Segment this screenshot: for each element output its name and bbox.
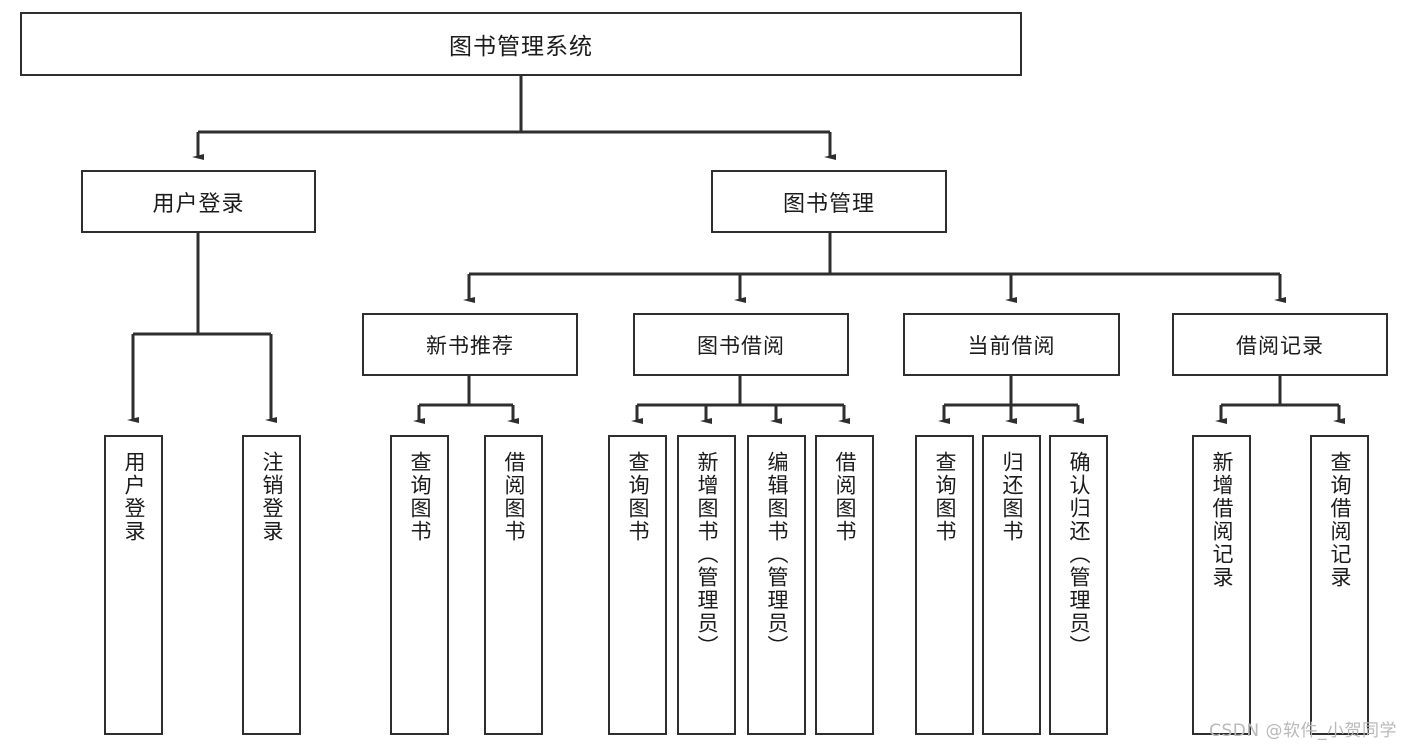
node-label: 当前借阅 (967, 333, 1056, 358)
leaf-user-login-login[interactable]: 用户登录 (104, 435, 163, 735)
node-root-system[interactable]: 图书管理系统 (20, 12, 1022, 76)
node-label: 新增借阅记录 (1210, 451, 1234, 589)
leaf-current-return-book[interactable]: 归还图书 (982, 435, 1041, 735)
watermark: CSDN @软件_小贺同学 (1209, 721, 1397, 741)
node-label: 图书管理系统 (449, 34, 593, 60)
node-book-borrow[interactable]: 图书借阅 (633, 313, 849, 376)
node-label: 确认归还（管理员） (1067, 451, 1091, 658)
node-label: 借阅图书 (502, 451, 526, 543)
node-label: 编辑图书（管理员） (765, 451, 789, 658)
node-user-login[interactable]: 用户登录 (81, 170, 316, 233)
leaf-recommend-query-book[interactable]: 查询图书 (390, 435, 449, 735)
leaf-current-query-book[interactable]: 查询图书 (915, 435, 974, 735)
node-borrow-record[interactable]: 借阅记录 (1172, 313, 1388, 376)
node-label: 查询图书 (626, 451, 650, 543)
node-label: 借阅图书 (833, 451, 857, 543)
node-new-book-recommend[interactable]: 新书推荐 (362, 313, 578, 376)
node-label: 用户登录 (122, 451, 146, 543)
node-label: 用户登录 (152, 191, 245, 217)
node-label: 图书管理 (782, 191, 875, 217)
node-label: 图书借阅 (697, 333, 785, 358)
leaf-current-confirm-return-admin[interactable]: 确认归还（管理员） (1049, 435, 1108, 735)
node-current-borrow[interactable]: 当前借阅 (903, 313, 1120, 376)
leaf-user-login-logout[interactable]: 注销登录 (242, 435, 301, 735)
node-label: 注销登录 (260, 451, 284, 543)
node-label: 查询图书 (933, 451, 957, 543)
node-label: 新增图书（管理员） (695, 451, 719, 658)
leaf-record-add-record[interactable]: 新增借阅记录 (1192, 435, 1251, 735)
node-label: 查询图书 (408, 451, 432, 543)
node-label: 归还图书 (1000, 451, 1024, 543)
leaf-record-query-record[interactable]: 查询借阅记录 (1310, 435, 1369, 735)
leaf-borrow-edit-book-admin[interactable]: 编辑图书（管理员） (747, 435, 806, 735)
node-book-management[interactable]: 图书管理 (711, 170, 947, 233)
node-label: 借阅记录 (1236, 333, 1324, 358)
leaf-borrow-borrow-book[interactable]: 借阅图书 (815, 435, 874, 735)
leaf-borrow-add-book-admin[interactable]: 新增图书（管理员） (677, 435, 736, 735)
node-label: 查询借阅记录 (1328, 451, 1352, 589)
leaf-recommend-borrow-book[interactable]: 借阅图书 (484, 435, 543, 735)
leaf-borrow-query-book[interactable]: 查询图书 (608, 435, 667, 735)
node-label: 新书推荐 (426, 333, 514, 358)
